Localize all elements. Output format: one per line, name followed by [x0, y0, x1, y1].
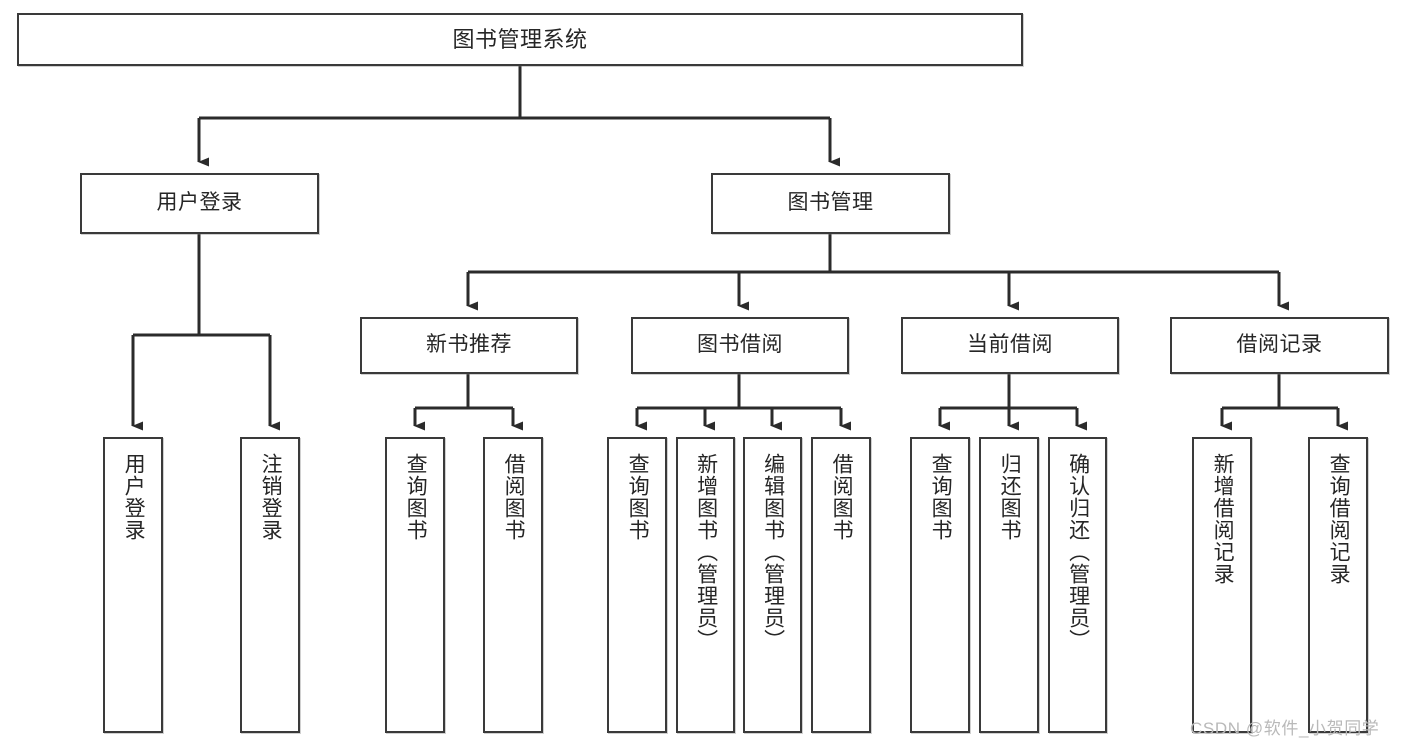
- node-label: 用户登录: [156, 191, 243, 215]
- node-label: 查询图书: [929, 453, 953, 541]
- node-leaf-query-book-2[interactable]: 查询图书: [607, 437, 667, 733]
- node-user-login[interactable]: 用户登录: [80, 173, 319, 234]
- node-label: 图书管理系统: [452, 26, 588, 52]
- node-label: 新增图书（管理员）: [694, 453, 718, 651]
- node-label: 查询图书: [626, 453, 650, 541]
- node-leaf-confirm-return[interactable]: 确认归还（管理员）: [1048, 437, 1107, 733]
- node-label: 编辑图书（管理员）: [761, 453, 785, 651]
- node-leaf-edit-book[interactable]: 编辑图书（管理员）: [743, 437, 802, 733]
- node-leaf-return-book[interactable]: 归还图书: [979, 437, 1039, 733]
- node-label: 归还图书: [998, 453, 1022, 541]
- node-label: 查询图书: [404, 453, 428, 541]
- node-leaf-user-logout[interactable]: 注销登录: [240, 437, 300, 733]
- node-leaf-query-book-1[interactable]: 查询图书: [385, 437, 445, 733]
- node-book-borrow[interactable]: 图书借阅: [631, 317, 849, 374]
- node-label: 注销登录: [259, 453, 283, 541]
- node-label: 新书推荐: [426, 333, 512, 357]
- node-leaf-query-record[interactable]: 查询借阅记录: [1308, 437, 1368, 733]
- node-current-borrow[interactable]: 当前借阅: [901, 317, 1119, 374]
- node-leaf-add-record[interactable]: 新增借阅记录: [1192, 437, 1252, 733]
- node-label: 图书管理: [787, 191, 874, 215]
- node-label: 当前借阅: [967, 333, 1053, 357]
- node-root-system[interactable]: 图书管理系统: [17, 13, 1023, 66]
- node-label: 借阅图书: [502, 453, 526, 541]
- node-leaf-borrow-book-2[interactable]: 借阅图书: [811, 437, 871, 733]
- csdn-watermark: CSDN @软件_小贺同学: [1190, 719, 1380, 738]
- node-book-manage[interactable]: 图书管理: [711, 173, 950, 234]
- node-label: 借阅记录: [1236, 333, 1323, 357]
- node-label: 用户登录: [122, 453, 146, 541]
- node-label: 确认归还（管理员）: [1066, 453, 1090, 651]
- node-new-book-recommend[interactable]: 新书推荐: [360, 317, 578, 374]
- node-label: 图书借阅: [697, 333, 783, 357]
- node-label: 新增借阅记录: [1211, 453, 1235, 585]
- node-borrow-record[interactable]: 借阅记录: [1170, 317, 1389, 374]
- node-leaf-query-book-3[interactable]: 查询图书: [910, 437, 970, 733]
- node-leaf-borrow-book-1[interactable]: 借阅图书: [483, 437, 543, 733]
- node-leaf-user-login[interactable]: 用户登录: [103, 437, 163, 733]
- node-label: 借阅图书: [830, 453, 854, 541]
- node-label: 查询借阅记录: [1327, 453, 1351, 585]
- node-leaf-add-book[interactable]: 新增图书（管理员）: [676, 437, 735, 733]
